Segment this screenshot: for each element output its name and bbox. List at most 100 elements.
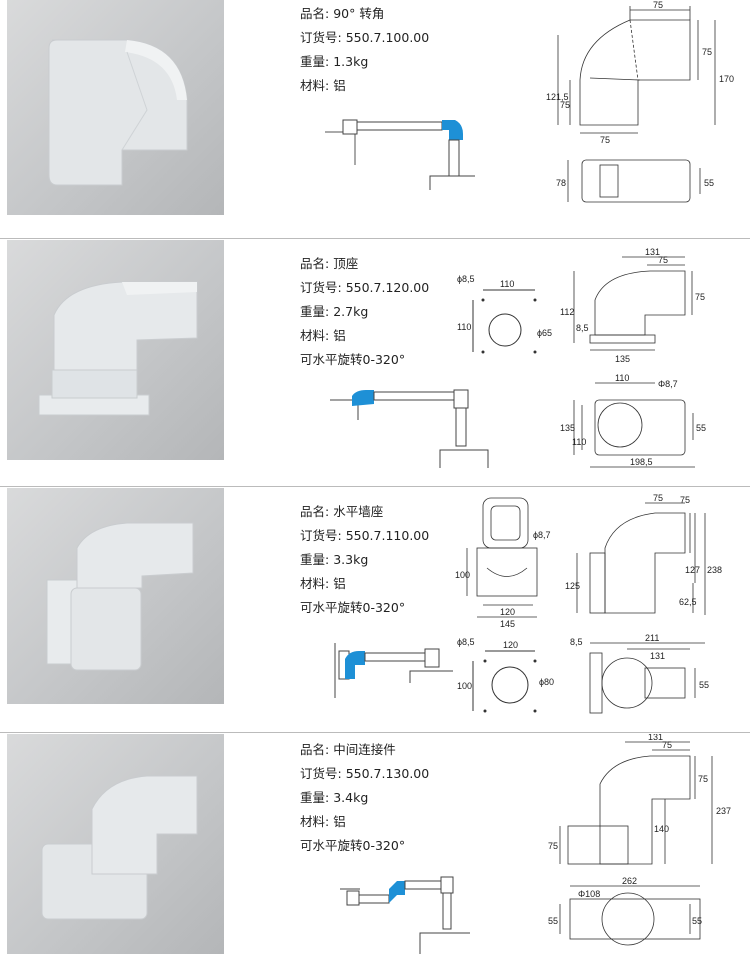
svg-text:198,5: 198,5 [630,457,653,467]
svg-text:62,5: 62,5 [679,597,697,607]
section-divider [0,486,750,487]
svg-text:262: 262 [622,876,637,886]
svg-text:110: 110 [457,322,471,332]
product-section-3: 品名: 水平墙座 订货号: 550.7.110.00 重量: 3.3kg 材料:… [0,488,750,726]
svg-text:75: 75 [560,100,570,110]
svg-text:112: 112 [560,307,574,317]
section-divider [0,238,750,239]
svg-text:125: 125 [565,581,580,591]
intermediate-connector-image [41,775,198,920]
svg-text:100: 100 [455,570,470,580]
svg-text:Φ8,7: Φ8,7 [658,379,678,389]
svg-text:131: 131 [645,247,660,257]
spec-block-4: 品名: 中间连接件 订货号: 550.7.130.00 重量: 3.4kg 材料… [300,738,429,858]
svg-text:135: 135 [560,423,575,433]
svg-text:75: 75 [698,774,708,784]
hole-pattern-3: 120 ϕ8,5 100 ϕ80 [457,637,554,713]
order-row: 订货号: 550.7.130.00 [300,766,430,781]
product-photo-corner [7,0,224,215]
weight-row: 重量: 2.7kg [300,304,369,319]
svg-text:120: 120 [500,607,515,617]
svg-text:238: 238 [707,565,722,575]
product-photo-wall-mount [7,488,224,704]
rotation-row: 可水平旋转0-320° [300,352,406,367]
material-row: 材料: 铝 [300,78,346,93]
svg-text:78: 78 [556,178,566,188]
front-view-3: 100 120 145 ϕ8,7 [455,497,551,628]
name-row: 品名: 中间连接件 [300,742,396,757]
svg-text:121,5: 121,5 [546,92,569,102]
svg-text:75: 75 [680,495,690,505]
svg-text:100: 100 [457,681,472,691]
hole-pattern-2: 110 ϕ8,5 110 ϕ65 [457,274,552,354]
svg-text:55: 55 [699,680,709,690]
svg-text:55: 55 [548,916,558,926]
svg-text:110: 110 [572,437,586,447]
order-row: 订货号: 550.7.100.00 [300,30,430,45]
name-row: 品名: 90° 转角 [300,6,385,21]
tech-drawing-1: 75 75 170 121,5 75 75 78 55 [546,0,734,203]
weight-row: 重量: 1.3kg [300,54,369,69]
svg-text:120: 120 [503,640,518,650]
svg-text:75: 75 [662,740,672,750]
product-section-2: 品名: 顶座 订货号: 550.7.120.00 重量: 2.7kg 材料: 铝… [0,240,750,480]
spec-block-3: 品名: 水平墙座 订货号: 550.7.110.00 重量: 3.3kg 材料:… [300,500,429,620]
svg-text:170: 170 [719,74,734,84]
product-photo-intermediate [7,734,224,954]
svg-text:145: 145 [500,619,515,628]
svg-text:55: 55 [692,916,702,926]
svg-text:ϕ80: ϕ80 [539,677,554,687]
svg-text:110: 110 [615,373,629,383]
svg-text:135: 135 [615,354,630,364]
order-row: 订货号: 550.7.110.00 [300,528,430,543]
svg-text:8,5: 8,5 [576,323,589,333]
svg-text:110: 110 [500,279,514,289]
svg-text:140: 140 [654,824,669,834]
product-photo-top-mount [7,240,224,460]
svg-text:55: 55 [696,423,706,433]
top-mount-image [38,281,198,416]
wall-mount-image [46,522,194,671]
material-row: 材料: 铝 [300,328,346,343]
svg-text:75: 75 [658,255,668,265]
svg-text:75: 75 [653,493,663,503]
svg-text:75: 75 [600,135,610,145]
install-diagram-1 [325,119,475,190]
svg-text:55: 55 [704,178,714,188]
svg-text:127: 127 [685,565,700,575]
side-view-3: 75 75 127 238 125 62,5 [565,493,722,615]
rotation-row: 可水平旋转0-320° [300,838,406,853]
svg-text:131: 131 [650,651,665,661]
svg-text:75: 75 [695,292,705,302]
material-row: 材料: 铝 [300,814,346,829]
svg-text:ϕ65: ϕ65 [537,328,552,338]
rotation-row: 可水平旋转0-320° [300,600,406,615]
spec-block-2: 品名: 顶座 订货号: 550.7.120.00 重量: 2.7kg 材料: 铝… [300,252,429,372]
tech-drawing-2: 131 75 75 112 8,5 135 110 Φ8,7 135 110 5… [560,247,706,468]
svg-text:ϕ8,5: ϕ8,5 [457,637,475,647]
name-row: 品名: 顶座 [300,256,359,271]
weight-row: 重量: 3.4kg [300,790,369,805]
order-row: 订货号: 550.7.120.00 [300,280,430,295]
install-diagram-4 [340,876,470,954]
svg-text:75: 75 [548,841,558,851]
svg-text:8,5: 8,5 [570,637,583,647]
tech-drawing-4: 131 75 75 140 237 75 262 Φ108 55 55 [548,734,731,946]
svg-text:Φ108: Φ108 [578,889,600,899]
weight-row: 重量: 3.3kg [300,552,369,567]
install-diagram-2 [330,389,489,468]
svg-text:ϕ8,7: ϕ8,7 [533,530,551,540]
svg-text:131: 131 [648,734,663,742]
material-row: 材料: 铝 [300,576,346,591]
svg-text:237: 237 [716,806,731,816]
svg-text:75: 75 [702,47,712,57]
svg-text:211: 211 [645,633,659,643]
plan-view-3: 8,5 211 131 55 [570,633,709,714]
product-section-1: 品名: 90° 转角 订货号: 550.7.100.00 重量: 1.3kg 材… [0,0,750,235]
svg-text:75: 75 [653,0,663,10]
section-divider [0,732,750,733]
product-section-4: 品名: 中间连接件 订货号: 550.7.130.00 重量: 3.4kg 材料… [0,734,750,961]
name-row: 品名: 水平墙座 [300,504,384,519]
spec-block-1: 品名: 90° 转角 订货号: 550.7.100.00 重量: 1.3kg 材… [300,2,429,98]
corner-elbow-image [48,39,188,186]
